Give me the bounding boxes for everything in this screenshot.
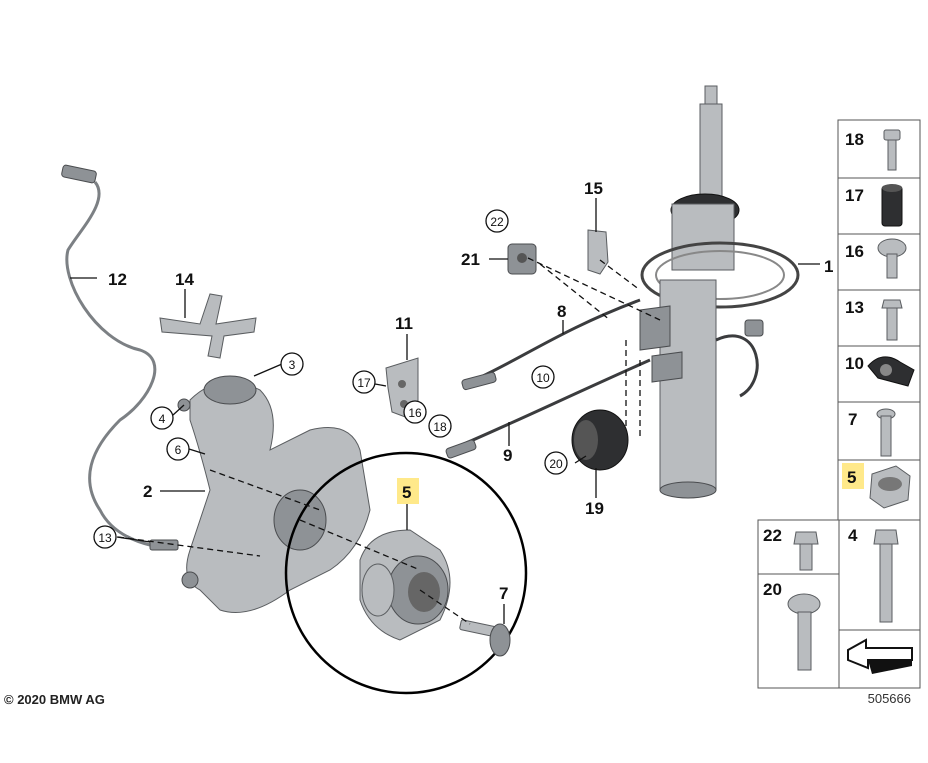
- document-number: 505666: [868, 691, 911, 706]
- panel-bolt-4: [873, 529, 899, 623]
- panel-bolt-7: [876, 408, 896, 457]
- rubber-mount-19: [571, 409, 629, 471]
- spring-strut: [639, 85, 800, 499]
- sensor-21: [507, 243, 537, 275]
- callout-10: 10: [536, 371, 550, 385]
- callout-19: 19: [585, 499, 604, 518]
- callout-5: 5: [402, 483, 411, 502]
- callout-3: 3: [289, 358, 296, 372]
- panel-bolt-20: [787, 593, 821, 671]
- callout-5-highlight: [397, 478, 419, 504]
- panel-bolt-13: [881, 299, 903, 341]
- panel-label-17: 17: [845, 186, 864, 205]
- callout-14: 14: [175, 270, 194, 289]
- panel-label-22: 22: [763, 526, 782, 545]
- bracket-14: [159, 293, 257, 359]
- bracket-15: [587, 229, 609, 275]
- panel-label-18: 18: [845, 130, 864, 149]
- callout-17: 17: [357, 376, 371, 390]
- callout-6: 6: [175, 443, 182, 457]
- panel-nut-5: [869, 465, 911, 509]
- callout-2: 2: [143, 482, 152, 501]
- leader-lines: [70, 198, 820, 625]
- wear-sensor-cable-9: [445, 358, 651, 459]
- steering-knuckle: [177, 375, 371, 613]
- copyright-text: © 2020 BMW AG: [4, 692, 105, 707]
- wheel-hub-highlight-circle: [284, 451, 528, 695]
- callout-9: 9: [503, 446, 512, 465]
- callout-labels: 12 14 2 11 5 7 8 9 21 15 19 1: [108, 179, 833, 603]
- callout-15: 15: [584, 179, 603, 198]
- callout-20: 20: [549, 457, 563, 471]
- wear-sensor-cable-8: [461, 298, 641, 391]
- callout-13: 13: [98, 531, 112, 545]
- panel-label-7: 7: [848, 410, 857, 429]
- panel-sleeve-17: [881, 184, 903, 227]
- speed-sensor-cable: [61, 164, 179, 551]
- panel-label-4: 4: [848, 526, 858, 545]
- hub-bolt-7: [459, 619, 511, 657]
- direction-arrow-icon: [847, 638, 913, 674]
- panel-bolt-22: [793, 531, 819, 571]
- parts-panel: 18 17 16 13 10 7 5 22 20 4: [757, 119, 921, 689]
- callout-1: 1: [824, 257, 833, 276]
- callout-4: 4: [159, 412, 166, 426]
- callout-12: 12: [108, 270, 127, 289]
- callout-7: 7: [499, 584, 508, 603]
- panel-label-13: 13: [845, 298, 864, 317]
- panel-clip-10: [867, 356, 915, 387]
- callout-8: 8: [557, 302, 566, 321]
- panel-label-20: 20: [763, 580, 782, 599]
- panel-label-16: 16: [845, 242, 864, 261]
- callout-11: 11: [395, 314, 413, 333]
- circled-callouts: 3 4 6 13 17 16 18 22 10 20: [93, 209, 568, 549]
- wheel-hub: [359, 529, 451, 641]
- panel-bolt-18: [883, 129, 901, 171]
- callout-21: 21: [461, 250, 480, 269]
- callout-22: 22: [490, 215, 504, 229]
- panel-screw-16: [877, 238, 907, 279]
- callout-18: 18: [433, 420, 447, 434]
- callout-16: 16: [408, 406, 422, 420]
- panel-label-5: 5: [847, 468, 856, 487]
- panel-highlight-5: [842, 463, 864, 489]
- panel-label-10: 10: [845, 354, 864, 373]
